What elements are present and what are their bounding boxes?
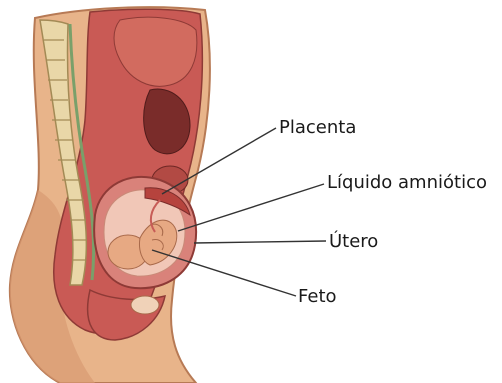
bladder	[131, 296, 159, 314]
leader-utero	[194, 241, 326, 243]
label-liquido-amniotico: Líquido amniótico	[327, 173, 487, 193]
leader-liquido-amniotico	[178, 184, 324, 231]
label-feto: Feto	[298, 287, 337, 307]
label-utero: Útero	[329, 232, 378, 252]
label-placenta: Placenta	[279, 118, 356, 138]
